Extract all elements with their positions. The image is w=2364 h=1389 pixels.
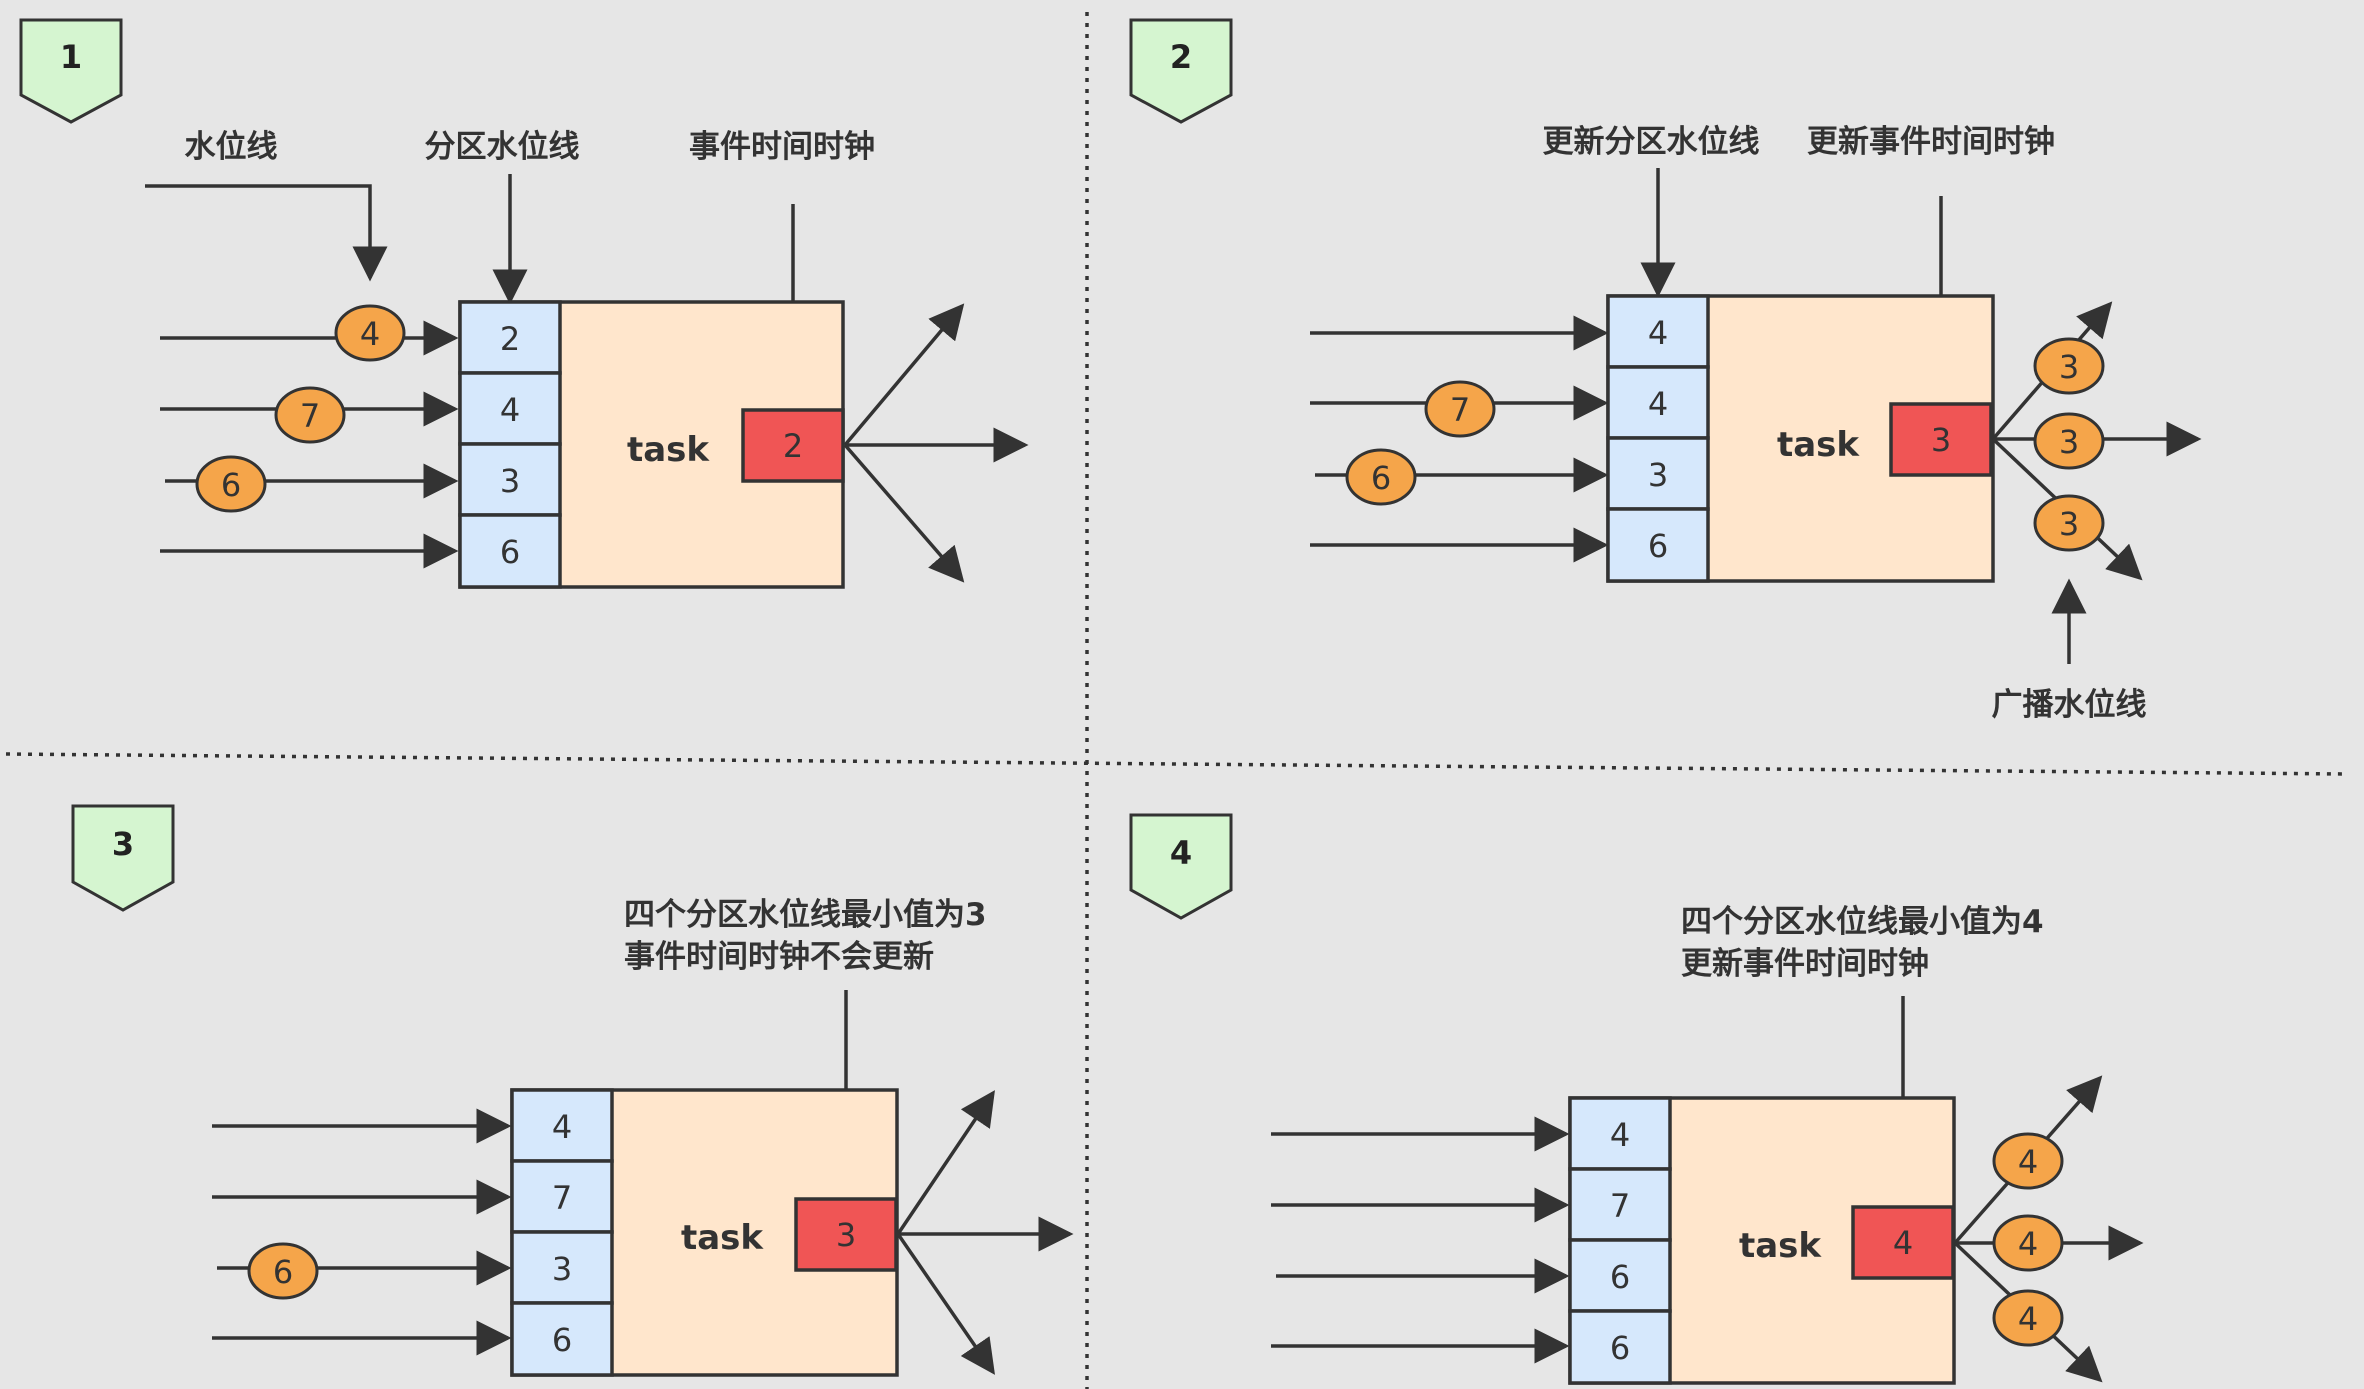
partition-watermark-value: 3 <box>1648 456 1668 494</box>
in-flight-watermark <box>1345 448 1417 506</box>
task-label: task <box>1739 1226 1822 1266</box>
panel-4: 4 四个分区水位线最小值为4 更新事件时间时钟 4 7 6 6 task 4 4… <box>1129 813 2144 1385</box>
in-flight-watermark-value: 4 <box>360 315 380 353</box>
watermark-pointer-arrow <box>145 184 388 282</box>
step-badge-label: 1 <box>60 38 82 76</box>
partition-cell <box>1606 507 1710 583</box>
broadcast-watermark-value: 3 <box>2059 505 2079 543</box>
step-badge <box>71 804 175 912</box>
partition-cell <box>458 513 562 589</box>
note-line: 四个分区水位线最小值为4 <box>1681 904 2044 940</box>
partition-cell <box>1568 1167 1672 1242</box>
in-flight-watermark-value: 7 <box>300 397 320 435</box>
in-flight-watermark <box>195 455 267 513</box>
broadcast-watermark-value: 4 <box>2018 1225 2038 1263</box>
partition-watermark-value: 7 <box>552 1179 572 1217</box>
partition-cell <box>1606 365 1710 440</box>
broadcast-label: 广播水位线 <box>1992 687 2147 723</box>
partition-watermark-label: 分区水位线 <box>425 129 580 165</box>
step-badge <box>1129 18 1233 124</box>
horizontal-divider <box>5 752 2347 776</box>
broadcast-watermark <box>1992 1214 2064 1272</box>
partition-cell <box>458 371 562 446</box>
partition-cell <box>458 442 562 517</box>
step-badge <box>1129 813 1233 920</box>
partition-watermark-value: 4 <box>1610 1116 1630 1154</box>
event-clock <box>1889 402 1993 477</box>
task-label: task <box>681 1218 764 1258</box>
partition-watermark-value: 4 <box>1648 385 1668 423</box>
event-clock-value: 3 <box>1931 421 1951 459</box>
broadcast-watermark-value: 4 <box>2018 1300 2038 1338</box>
output-stream <box>896 1090 995 1235</box>
note-line: 四个分区水位线最小值为3 <box>624 897 987 933</box>
partition-cell <box>1606 294 1710 369</box>
partition-cell <box>510 1159 614 1234</box>
partition-watermark-value: 4 <box>552 1108 572 1146</box>
in-flight-watermark-value: 6 <box>1371 459 1391 497</box>
step-badge <box>19 18 123 124</box>
note-line: 事件时间时钟不会更新 <box>624 939 934 975</box>
output-stream <box>896 1233 995 1375</box>
partition-cell <box>510 1301 614 1377</box>
event-clock-value: 4 <box>1893 1224 1913 1262</box>
event-clock-label: 事件时间时钟 <box>689 129 875 165</box>
update-partition-label: 更新分区水位线 <box>1543 124 1760 160</box>
in-flight-watermark-value: 7 <box>1450 391 1470 429</box>
in-flight-watermark-value: 6 <box>273 1253 293 1291</box>
update-clock-label: 更新事件时间时钟 <box>1807 124 2055 160</box>
broadcast-watermark-value: 4 <box>2018 1143 2038 1181</box>
event-clock-value: 2 <box>783 427 803 465</box>
broadcast-watermark <box>2033 494 2105 552</box>
partition-watermark-value: 6 <box>552 1321 572 1359</box>
partition-watermark-value: 4 <box>1648 314 1668 352</box>
step-badge-label: 3 <box>112 825 134 863</box>
partition-watermark-value: 6 <box>1648 527 1668 565</box>
task-label: task <box>627 430 710 470</box>
in-flight-watermark <box>247 1242 319 1300</box>
in-flight-watermark <box>1424 380 1496 438</box>
partition-watermark-value: 6 <box>1610 1329 1630 1367</box>
partition-cell <box>1568 1238 1672 1313</box>
in-flight-watermark <box>334 304 406 362</box>
partition-watermark-value: 2 <box>500 320 520 358</box>
in-flight-watermark <box>274 386 346 444</box>
partition-watermark-value: 6 <box>1610 1258 1630 1296</box>
partition-watermark-value: 7 <box>1610 1187 1630 1225</box>
panel-3: 3 四个分区水位线最小值为3 事件时间时钟不会更新 6 4 7 3 6 task… <box>71 804 1074 1377</box>
partition-cell <box>510 1088 614 1163</box>
partition-watermark-value: 3 <box>500 462 520 500</box>
in-flight-watermark-value: 6 <box>221 466 241 504</box>
broadcast-watermark <box>2033 337 2105 395</box>
task-label: task <box>1777 425 1860 465</box>
broadcast-watermark-value: 3 <box>2059 423 2079 461</box>
panel-1: 1 水位线 分区水位线 事件时间时钟 4 7 6 2 4 3 6 task 2 <box>19 18 1029 589</box>
partition-watermark-value: 3 <box>552 1250 572 1288</box>
note-line: 更新事件时间时钟 <box>1681 946 1929 982</box>
event-clock <box>794 1197 898 1272</box>
partition-cell <box>1568 1309 1672 1385</box>
broadcast-watermark <box>2033 412 2105 470</box>
event-clock <box>741 408 845 483</box>
step-badge-label: 4 <box>1170 834 1192 872</box>
output-stream <box>843 303 965 447</box>
panel-2: 2 更新分区水位线 更新事件时间时钟 广播水位线 7 6 4 4 3 6 tas… <box>1129 18 2202 723</box>
output-stream <box>843 443 965 583</box>
broadcast-watermark <box>1992 1132 2064 1190</box>
event-clock <box>1851 1205 1955 1280</box>
partition-cell <box>510 1230 614 1305</box>
broadcast-watermark <box>1992 1289 2064 1347</box>
partition-watermark-value: 6 <box>500 533 520 571</box>
step-badge-label: 2 <box>1170 38 1192 76</box>
watermark-label: 水位线 <box>185 129 278 165</box>
event-clock-value: 3 <box>836 1216 856 1254</box>
partition-watermark-value: 4 <box>500 391 520 429</box>
broadcast-watermark-value: 3 <box>2059 348 2079 386</box>
partition-cell <box>458 300 562 375</box>
